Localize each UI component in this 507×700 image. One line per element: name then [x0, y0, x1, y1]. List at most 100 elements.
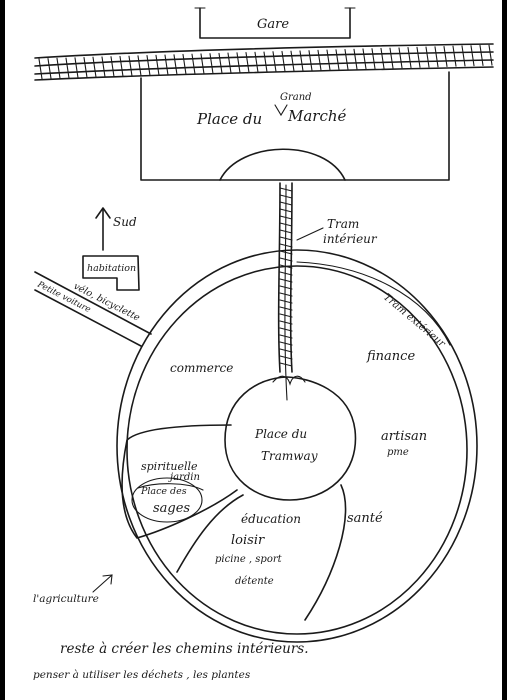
tram-tie — [279, 250, 293, 255]
label-sages: sages — [153, 501, 190, 516]
tram-tie — [279, 215, 293, 220]
agriculture-arrow — [92, 574, 113, 593]
rail-tie — [452, 45, 457, 67]
external-tram-track — [296, 261, 451, 346]
rail-tie — [290, 50, 295, 72]
label-place-des: Place des — [140, 486, 187, 497]
rail-tie — [380, 47, 385, 69]
internal-tram-track — [277, 182, 293, 401]
rail-tie — [110, 56, 115, 78]
tram-tie — [279, 285, 293, 290]
rail-tie — [245, 52, 250, 74]
rail-tie — [254, 51, 259, 73]
rail-tie — [317, 49, 322, 71]
label-detente: détente — [235, 576, 274, 587]
label-marche: Marché — [287, 107, 347, 125]
rail-tie — [191, 53, 196, 75]
rail-tie — [146, 55, 151, 77]
tram-tie — [279, 341, 293, 346]
rail-tie — [182, 53, 187, 76]
railway-ties — [38, 44, 493, 80]
tram-ties — [279, 187, 293, 367]
tram-tie — [279, 362, 293, 367]
label-education: éducation — [241, 512, 301, 526]
rail-tie — [344, 48, 349, 71]
rail-tie — [389, 47, 394, 69]
rail-tie — [101, 56, 106, 78]
rail-tie — [299, 50, 304, 72]
access-roads — [34, 271, 152, 347]
tram-interieur-leader — [296, 227, 324, 241]
spirituelle-zone — [121, 424, 238, 539]
tram-tie — [279, 229, 293, 234]
loisir-zone — [176, 484, 347, 621]
tram-tie — [279, 306, 293, 311]
label-pme: pme — [387, 447, 409, 458]
label-agriculture: l'agriculture — [33, 593, 99, 605]
rail-tie — [326, 49, 331, 71]
rail-tie — [56, 57, 61, 79]
rail-tie — [218, 52, 223, 74]
gare-building — [194, 7, 356, 39]
rail-tie — [434, 46, 439, 68]
rail-tie — [236, 52, 241, 74]
label-spirituelle: spirituelle — [141, 460, 198, 473]
rail-tie — [227, 52, 232, 74]
tram-tie — [279, 208, 293, 213]
label-jardin: jardin — [168, 472, 200, 483]
rail-tie — [119, 55, 124, 77]
rail-tie — [92, 56, 97, 78]
rail-tie — [362, 48, 367, 70]
place-grand-marche — [140, 71, 450, 181]
tram-tie — [279, 299, 293, 304]
label-sante: santé — [347, 511, 383, 526]
rail-tie — [398, 47, 403, 69]
label-tram-interieur-1: Tram — [327, 217, 359, 231]
tram-tie — [279, 320, 293, 325]
rail-tie — [335, 49, 340, 71]
rail-tie — [371, 48, 376, 70]
label-place-du-marche: Place du — [196, 110, 262, 128]
rail-tie — [74, 57, 79, 79]
rail-tie — [461, 45, 466, 67]
tram-tie — [279, 243, 293, 248]
tram-tie — [279, 194, 293, 199]
city-ring — [116, 249, 478, 643]
label-place-du-tramway-2: Tramway — [261, 449, 318, 463]
tram-tie — [279, 348, 293, 353]
sketch-sheet: Gare Grand Place du Marché Tram intérieu… — [5, 0, 502, 700]
rail-tie — [164, 54, 169, 76]
rail-tie — [65, 57, 70, 79]
rail-tie — [83, 56, 88, 79]
city-plan-drawing: Gare Grand Place du Marché Tram intérieu… — [33, 7, 494, 681]
rail-tie — [308, 50, 313, 72]
rail-tie — [443, 45, 448, 68]
rail-tie — [425, 46, 430, 68]
rail-tie — [263, 51, 268, 73]
tram-tie — [279, 355, 293, 360]
note-line-1: reste à créer les chemins intérieurs. — [60, 641, 309, 657]
label-grand: Grand — [280, 92, 312, 103]
rail-tie — [155, 54, 160, 76]
rail-tie — [353, 48, 358, 70]
tram-tie — [279, 334, 293, 339]
insert-mark — [274, 104, 288, 117]
tram-tie — [279, 236, 293, 241]
rail-tie — [38, 58, 43, 80]
rail-tie — [200, 53, 205, 75]
tram-tie — [279, 327, 293, 332]
place-du-tramway — [224, 375, 357, 501]
tram-tie — [279, 271, 293, 276]
label-artisan: artisan — [381, 429, 427, 444]
label-gare: Gare — [257, 17, 289, 32]
rail-tie — [281, 50, 286, 72]
label-sud: Sud — [113, 215, 137, 229]
label-habitation: habitation — [87, 263, 136, 274]
tram-tie — [279, 313, 293, 318]
rail-tie — [128, 55, 133, 77]
rail-tie — [47, 58, 52, 80]
label-loisir: loisir — [231, 533, 265, 548]
label-tram-exterieur: Tram extérieur — [381, 292, 448, 351]
label-finance: finance — [366, 349, 415, 364]
rail-tie — [137, 55, 142, 77]
